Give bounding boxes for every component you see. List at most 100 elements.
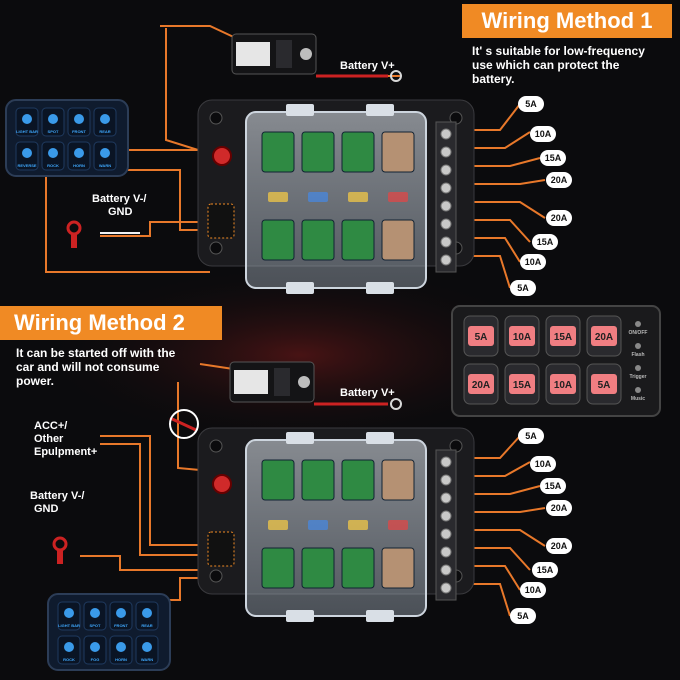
cover-latch xyxy=(366,282,394,294)
acc-cable xyxy=(169,416,197,432)
breaker-button xyxy=(276,40,292,68)
switch-label: LIGHT BAR xyxy=(16,129,38,134)
method-2-accessory-label: ACC+/ Other Epulpment+ xyxy=(34,420,97,459)
relay-block xyxy=(261,547,295,589)
blade-fuse xyxy=(348,192,368,202)
fuse-rating-label: 10A xyxy=(530,126,556,142)
fuse-rating-label: 5A xyxy=(518,96,544,112)
relay-block xyxy=(381,219,415,261)
touch-button-label: 20A xyxy=(472,380,490,391)
switch-icon xyxy=(74,148,84,158)
relay-block xyxy=(341,219,375,261)
method-1-description-line: use which can protect the xyxy=(472,58,620,72)
mount-hole xyxy=(209,569,223,583)
switch-label: HORN xyxy=(115,657,127,662)
ring-terminal xyxy=(52,536,68,552)
ring-terminal-sleeve xyxy=(71,234,77,248)
mount-hole xyxy=(209,439,223,453)
terminal-screw xyxy=(440,582,452,594)
method-2-battery-negative-line: Battery V-/ xyxy=(30,490,85,502)
wire xyxy=(454,507,546,513)
fuse-rating-label: 15A xyxy=(540,478,566,494)
blade-fuse xyxy=(348,520,368,530)
cover-latch xyxy=(366,104,394,116)
switch-icon xyxy=(22,148,32,158)
ring-terminal xyxy=(390,398,402,410)
touch-button-face xyxy=(591,374,617,394)
switch-icon xyxy=(116,642,126,652)
blade-fuse xyxy=(388,520,408,530)
switch-label: WARN xyxy=(99,163,111,168)
touch-side-indicator xyxy=(635,387,641,393)
cover-latch xyxy=(286,282,314,294)
wire xyxy=(100,221,210,237)
breaker-label xyxy=(236,42,270,66)
cover-latch xyxy=(286,432,314,444)
wire xyxy=(456,179,546,185)
switch-icon xyxy=(142,608,152,618)
switch-icon xyxy=(48,148,58,158)
connector-detail-circle xyxy=(169,409,199,439)
method-2-description-line: power. xyxy=(16,374,55,388)
terminal-screw xyxy=(440,128,452,140)
cover-latch xyxy=(366,432,394,444)
breaker-label xyxy=(234,370,268,394)
relay-block xyxy=(301,131,335,173)
terminal-screw xyxy=(440,564,452,576)
touch-button-face xyxy=(509,326,535,346)
fuse-rating-label: 15A xyxy=(540,150,566,166)
cover-latch xyxy=(286,104,314,116)
ring-terminal xyxy=(66,220,82,236)
terminal-screw xyxy=(440,510,452,522)
touch-side-label: Trigger xyxy=(630,374,647,380)
blade-fuse xyxy=(308,520,328,530)
breaker-method-2 xyxy=(229,361,315,403)
switch-icon xyxy=(74,114,84,124)
switch-label: ROCK xyxy=(47,163,59,168)
touch-side-indicator xyxy=(635,365,641,371)
wires-method-2 xyxy=(80,363,546,617)
touch-button-face xyxy=(550,326,576,346)
wire xyxy=(165,28,199,151)
terminal-screw xyxy=(440,474,452,486)
terminal-screw xyxy=(440,546,452,558)
method-1-description: It' s suitable for low-frequency use whi… xyxy=(472,44,677,86)
terminal-screw xyxy=(440,218,452,230)
touch-button-label: 5A xyxy=(598,380,611,391)
mount-hole xyxy=(209,241,223,255)
terminal-screw xyxy=(440,456,452,468)
terminal-screw xyxy=(440,254,452,266)
method-2-description-line: car and will not consume xyxy=(16,360,160,374)
mount-hole xyxy=(209,111,223,125)
terminal-screw xyxy=(440,236,452,248)
wire xyxy=(160,25,241,41)
touch-side-indicator xyxy=(635,343,641,349)
cover-latch xyxy=(286,610,314,622)
fuse-rating-label: 10A xyxy=(520,582,546,598)
terminal-screw xyxy=(440,182,452,194)
ring-terminal xyxy=(390,70,402,82)
fuse-box-method-2 xyxy=(197,427,475,622)
method-2-battery-negative-line: GND xyxy=(34,503,59,515)
method-2-accessory-line: ACC+/ xyxy=(34,420,68,432)
touch-button-label: 10A xyxy=(513,332,531,343)
switch-label: HORN xyxy=(73,163,85,168)
fuse-rating-label: 20A xyxy=(546,210,572,226)
method-2-description-line: It can be started off with the xyxy=(16,346,176,360)
connector-plug xyxy=(207,531,235,567)
method-1-battery-negative-line: GND xyxy=(108,206,133,218)
cover-latch xyxy=(366,610,394,622)
fuse-rating-label: 10A xyxy=(530,456,556,472)
relay-block xyxy=(301,459,335,501)
fuse-rating-label: 20A xyxy=(546,538,572,554)
relay-block xyxy=(341,459,375,501)
switch-label: FRONT xyxy=(114,623,128,628)
method-2-accessory-line: Epulpment+ xyxy=(34,446,98,458)
fuse-rating-label: 15A xyxy=(532,562,558,578)
breaker-button xyxy=(274,368,290,396)
ring-terminal-sleeve xyxy=(57,550,63,564)
blade-fuse xyxy=(268,520,288,530)
switch-label: FRONT xyxy=(72,129,86,134)
